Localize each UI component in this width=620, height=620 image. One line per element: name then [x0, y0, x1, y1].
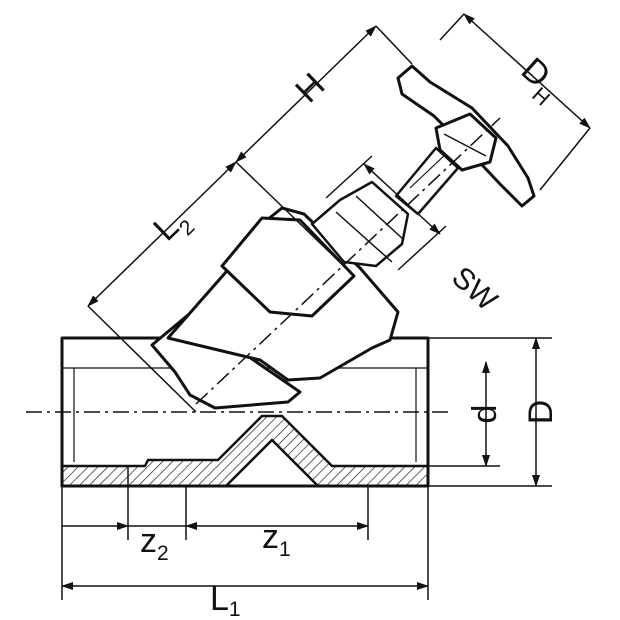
label-H: H	[288, 66, 332, 110]
valve-seat-section	[60, 414, 430, 488]
label-z1: z1	[262, 518, 291, 561]
label-L2: L2	[146, 200, 199, 254]
label-SW: SW	[445, 261, 504, 318]
label-L1: L1	[210, 580, 241, 620]
label-z2: z2	[140, 522, 169, 565]
label-d: d	[466, 405, 504, 424]
center-lines	[26, 117, 501, 413]
dimension-lines	[61, 13, 591, 600]
label-D: D	[522, 400, 560, 425]
